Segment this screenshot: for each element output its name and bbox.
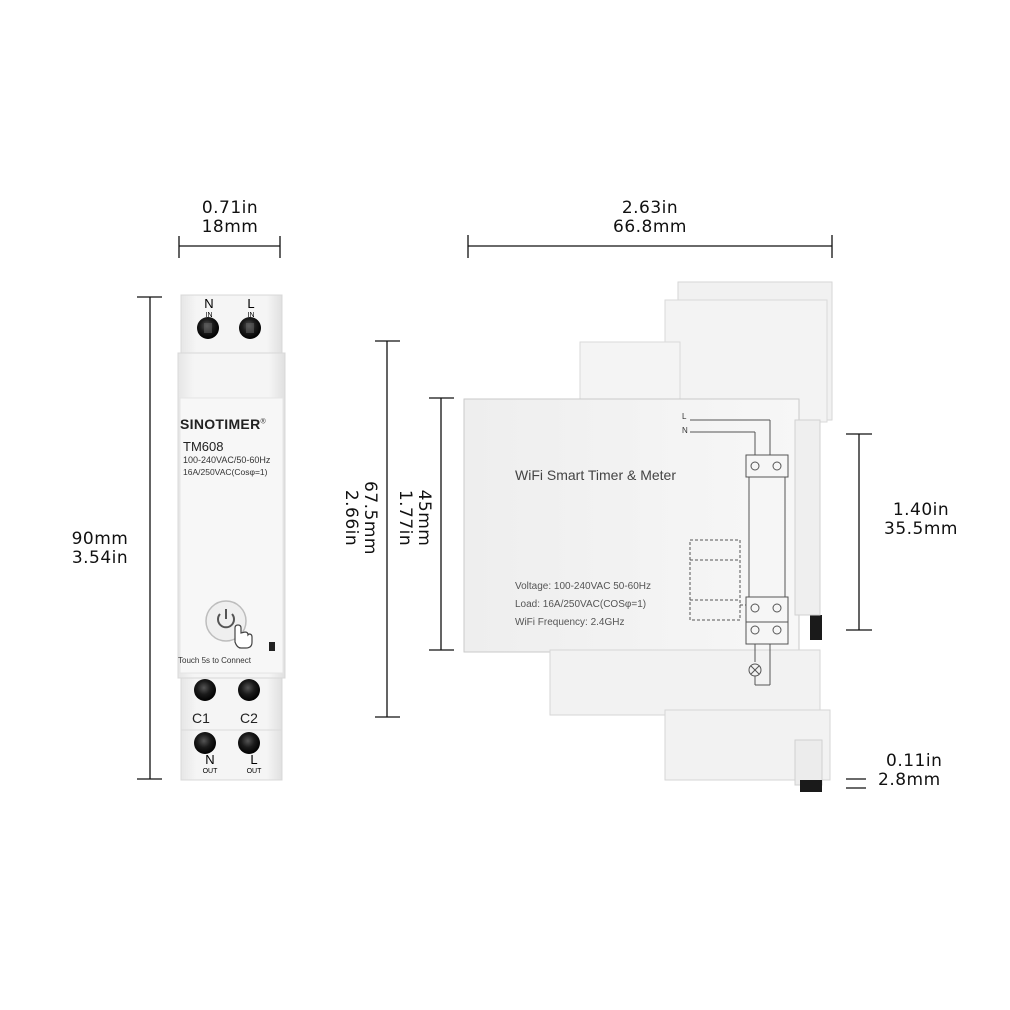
wire-l-label: L (682, 412, 687, 421)
power-touch-icon[interactable] (205, 600, 265, 650)
terminal-c2: C2 (240, 710, 258, 726)
front-width-mm: 18mm (201, 217, 259, 237)
spec-line-1: 100-240VAC/50-60Hz (183, 455, 271, 465)
front-view-device (177, 294, 286, 781)
front-height-label: 90mm 3.54in (60, 530, 140, 568)
terminal-n-out: N OUT (192, 752, 228, 778)
brand-logo: SINOTIMER® (180, 416, 266, 432)
terminal-n-in: N IN (194, 296, 224, 322)
wiring-diagram (689, 419, 789, 686)
bottom-screws (194, 732, 260, 754)
front-height-inch: 3.54in (71, 548, 129, 568)
side-depth-mm: 66.8mm (613, 217, 687, 237)
wire-n-label: N (682, 426, 688, 435)
terminal-letter: N (205, 752, 215, 767)
clip-height-label: 0.11in 2.8mm (878, 752, 958, 790)
rail-height-mm: 35.5mm (884, 519, 958, 539)
touch-hint: Touch 5s to Connect (178, 656, 251, 665)
terminal-letter: N (204, 296, 214, 311)
terminal-sub: OUT (246, 768, 262, 775)
front-width-label: 0.71in 18mm (179, 199, 281, 237)
front-height-mm: 90mm (71, 529, 129, 549)
registered-mark: ® (260, 418, 266, 426)
terminal-letter: L (247, 296, 255, 311)
side-title: WiFi Smart Timer & Meter (515, 467, 677, 483)
clip-height-mm: 2.8mm (878, 770, 941, 790)
front-width-inch: 0.71in (201, 198, 259, 218)
terminal-sub: OUT (202, 768, 218, 775)
front-bottom-terminal-labels: N OUT L OUT (192, 752, 274, 780)
terminal-c1: C1 (192, 710, 210, 726)
terminal-l-in: L IN (236, 296, 266, 322)
mid-screws (194, 679, 260, 701)
window-height-label: 45mm 1.77in (395, 468, 434, 568)
rail-height-inch: 1.40in (892, 500, 950, 520)
rail-height-label: 1.40in 35.5mm (876, 501, 966, 539)
window-height-mm: 45mm (414, 489, 434, 547)
terminal-l-out: L OUT (236, 752, 272, 778)
terminal-sub: IN (247, 312, 255, 319)
side-view-device (463, 281, 833, 792)
brand-name: SINOTIMER (180, 416, 261, 432)
terminal-sub: IN (205, 312, 213, 319)
body-height-label: 67.5mm 2.66in (341, 468, 380, 568)
side-depth-inch: 2.63in (621, 198, 679, 218)
body-height-mm: 67.5mm (360, 481, 380, 555)
side-voltage: Voltage: 100-240VAC 50-60Hz (515, 581, 652, 592)
window-height-inch: 1.77in (395, 489, 415, 547)
top-screws (197, 317, 261, 339)
side-wifi: WiFi Frequency: 2.4GHz (515, 617, 625, 628)
terminal-letter: L (250, 752, 258, 767)
side-load: Load: 16A/250VAC(COSφ=1) (515, 599, 647, 610)
body-height-inch: 2.66in (341, 489, 361, 547)
model-number: TM608 (183, 439, 224, 454)
spec-line-2: 16A/250VAC(Cosφ=1) (183, 467, 268, 477)
side-depth-label: 2.63in 66.8mm (600, 199, 700, 237)
front-top-terminal-labels: N IN L IN (194, 296, 276, 322)
clip-height-inch: 0.11in (886, 751, 943, 771)
